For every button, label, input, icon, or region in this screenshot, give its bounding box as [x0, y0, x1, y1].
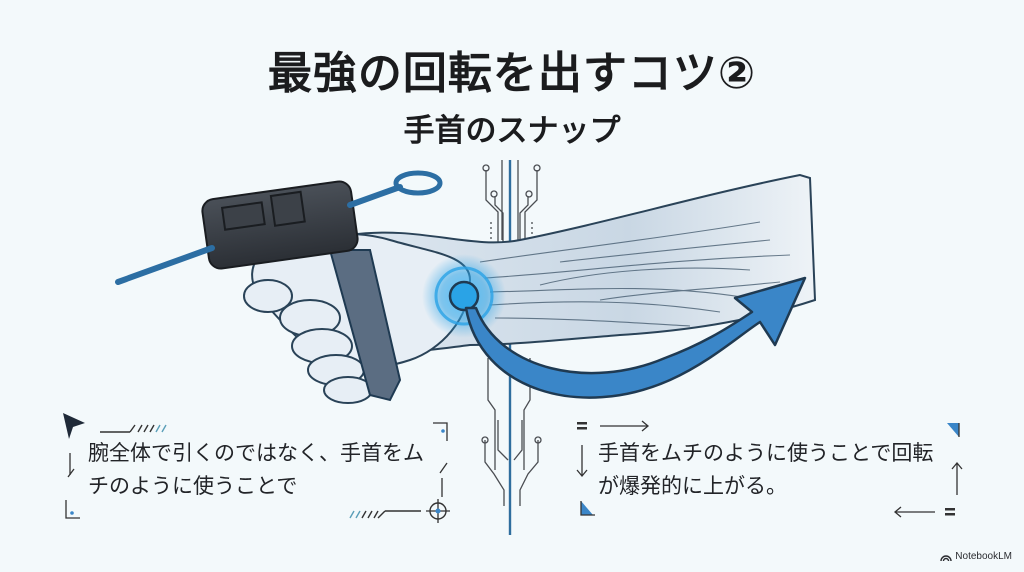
page-title: 最強の回転を出すコツ② [267, 48, 757, 99]
caption-left: 腕全体で引くのではなく、手首をムチのように使うことで [88, 441, 424, 498]
crosshair-icon [426, 499, 450, 523]
muscle-lines [479, 221, 791, 327]
snap-arrow [464, 276, 807, 399]
notebooklm-watermark: NotebookLM [940, 551, 1012, 562]
launcher-grip [328, 249, 402, 402]
notebooklm-logo-icon [940, 555, 952, 561]
right-caption-frame [576, 420, 963, 518]
launcher-rod [115, 245, 215, 285]
watermark-label: NotebookLM [955, 551, 1012, 562]
launcher [201, 180, 359, 270]
page-subtitle: 手首のスナップ [403, 113, 621, 149]
launcher-ring [393, 170, 443, 196]
caption-right: 手首をムチのように使うことで回転が爆発的に上がる。 [598, 441, 934, 498]
left-caption-frame [63, 413, 450, 523]
circuit-lines [481, 160, 542, 535]
pointer-icon [63, 413, 85, 439]
